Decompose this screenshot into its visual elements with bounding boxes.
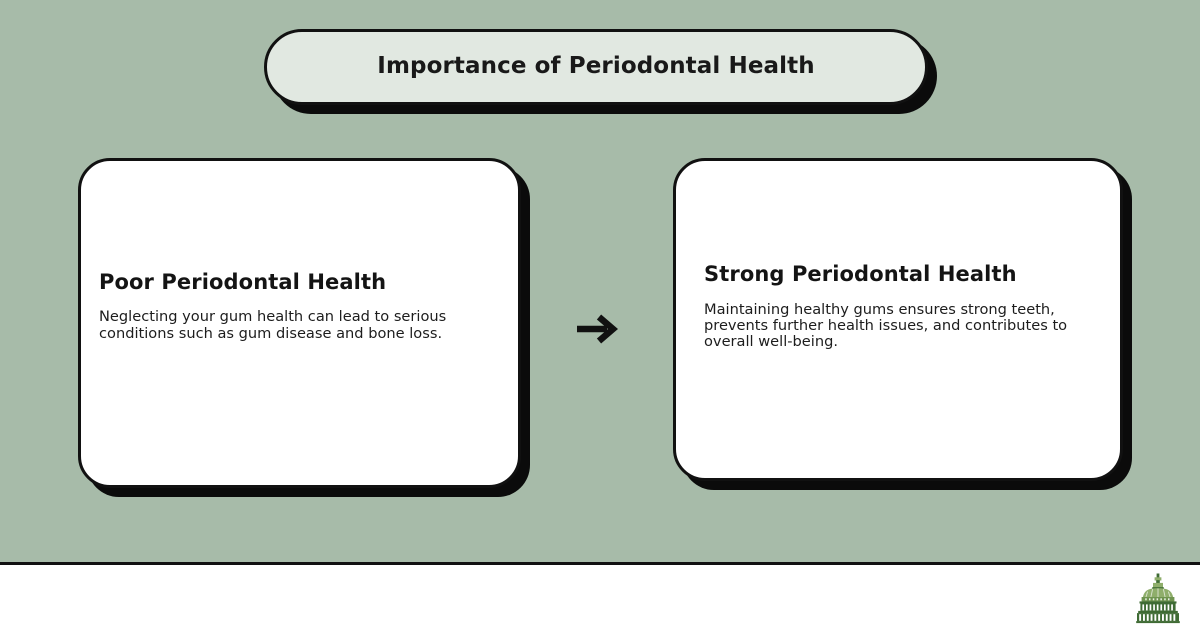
card-body: Neglecting your gum health can lead to s…	[99, 308, 447, 342]
card-body: Maintaining healthy gums ensures strong …	[704, 300, 1068, 351]
capitol-dome-icon	[1130, 570, 1186, 626]
arrow-right-icon	[568, 300, 628, 358]
footer-divider	[0, 562, 1200, 565]
title-pill: Importance of Periodontal Health	[264, 29, 928, 105]
card-content: Poor Periodontal Health Neglecting your …	[99, 270, 484, 342]
footer	[0, 565, 1200, 630]
card-poor-periodontal-health: Poor Periodontal Health Neglecting your …	[78, 158, 521, 488]
card-content: Strong Periodontal Health Maintaining he…	[704, 262, 1092, 350]
card-title: Strong Periodontal Health	[704, 262, 1017, 287]
card-title: Poor Periodontal Health	[99, 270, 387, 295]
card-strong-periodontal-health: Strong Periodontal Health Maintaining he…	[673, 158, 1123, 481]
main-panel: Importance of Periodontal Health Poor Pe…	[0, 0, 1200, 562]
page-title: Importance of Periodontal Health	[377, 53, 815, 80]
